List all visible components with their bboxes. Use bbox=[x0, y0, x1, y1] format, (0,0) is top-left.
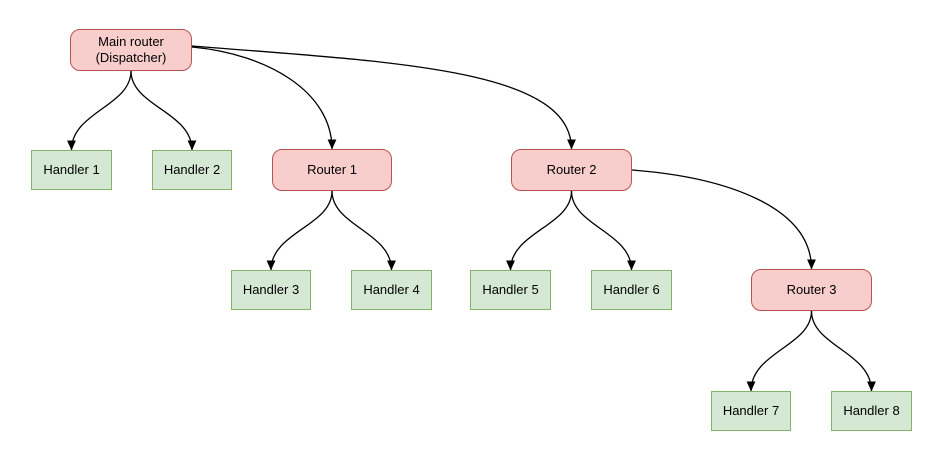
node-label: Handler 2 bbox=[163, 162, 221, 177]
node-label: Router 1 bbox=[307, 162, 357, 177]
node-handler-6: Handler 6 bbox=[591, 270, 672, 310]
node-handler-1: Handler 1 bbox=[31, 150, 112, 190]
node-label: Handler 8 bbox=[843, 403, 900, 418]
edge-router-2-to-handler-6 bbox=[570, 190, 636, 271]
edge-main-router-to-handler-2 bbox=[130, 70, 197, 151]
node-router-1: Router 1 bbox=[272, 149, 392, 191]
node-label: Handler 3 bbox=[242, 282, 300, 297]
node-handler-8: Handler 8 bbox=[831, 391, 912, 431]
node-router-3: Router 3 bbox=[751, 269, 872, 311]
node-handler-7: Handler 7 bbox=[711, 391, 791, 431]
node-handler-5: Handler 5 bbox=[470, 270, 551, 310]
node-label: Handler 7 bbox=[722, 403, 780, 418]
node-label: Router 2 bbox=[546, 162, 597, 177]
edge-router-1-to-handler-4 bbox=[331, 190, 396, 271]
edge-main-router-to-handler-1 bbox=[67, 70, 132, 151]
edge-router-3-to-handler-7 bbox=[746, 310, 813, 392]
edge-main-router-to-router-2 bbox=[191, 45, 576, 150]
node-label: Router 3 bbox=[786, 282, 837, 297]
node-label: Handler 5 bbox=[482, 282, 539, 297]
node-label: Handler 1 bbox=[43, 162, 100, 177]
edge-router-2-to-router-3 bbox=[631, 169, 816, 270]
edge-router-3-to-handler-8 bbox=[810, 310, 876, 392]
node-handler-4: Handler 4 bbox=[351, 270, 432, 310]
edge-main-router-to-router-1 bbox=[191, 46, 337, 150]
node-handler-2: Handler 2 bbox=[152, 150, 232, 190]
node-router-2: Router 2 bbox=[511, 149, 632, 191]
node-label: Main router bbox=[98, 34, 164, 49]
node-label: (Dispatcher) bbox=[95, 50, 167, 65]
edge-router-2-to-handler-5 bbox=[506, 190, 573, 271]
edge-router-1-to-handler-3 bbox=[266, 190, 333, 271]
node-main-router: Main router(Dispatcher) bbox=[70, 29, 192, 71]
node-handler-3: Handler 3 bbox=[231, 270, 311, 310]
node-label: Handler 6 bbox=[603, 282, 660, 297]
node-label: Handler 4 bbox=[363, 282, 420, 297]
